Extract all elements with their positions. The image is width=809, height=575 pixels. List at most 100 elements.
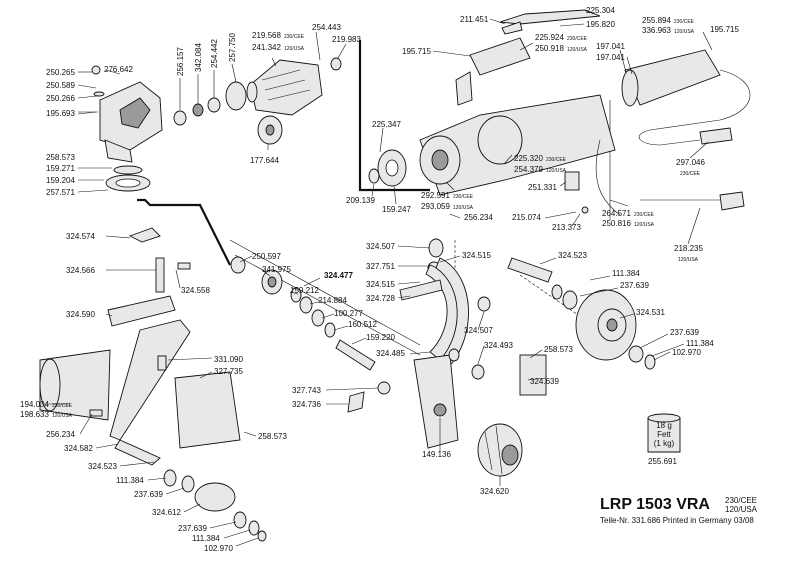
label-111-384-d: 111.384 bbox=[192, 534, 220, 543]
spindle-gasket bbox=[105, 165, 151, 192]
label-258-573-a: 258.573 bbox=[46, 153, 75, 162]
label-225-347: 225.347 bbox=[372, 120, 401, 129]
label-255-894: 255.894 bbox=[642, 16, 671, 25]
motor-housing bbox=[368, 94, 616, 196]
arm-mechanism bbox=[39, 227, 241, 466]
handle-cover bbox=[621, 49, 721, 107]
shaft-assembly bbox=[230, 256, 391, 413]
contact-wheel-arm bbox=[399, 238, 553, 449]
label-324-523-b: 324.523 bbox=[88, 462, 117, 471]
grease-name: Fett bbox=[657, 430, 672, 439]
drive-roller bbox=[477, 423, 523, 477]
label-159-204: 159.204 bbox=[46, 176, 75, 185]
model-subtitle: Teile-Nr. 331.686 Printed in Germany 03/… bbox=[600, 516, 754, 525]
label-159-212: 159.212 bbox=[290, 286, 319, 295]
variant-225-924: 230/CEE bbox=[567, 36, 588, 42]
label-327-735: 327.735 bbox=[214, 367, 243, 376]
gear-housing bbox=[78, 65, 163, 163]
label-102-970-b: 102.970 bbox=[204, 544, 233, 553]
label-198-633: 198.633 bbox=[20, 410, 49, 419]
leader-lines bbox=[44, 9, 713, 547]
label-324-639: 324.639 bbox=[530, 377, 559, 386]
title-block: LRP 1503 VRA 230/CEE 120/USA Teile-Nr. 3… bbox=[600, 494, 800, 534]
label-254-443: 254.443 bbox=[312, 23, 341, 32]
label-214-884: 214.884 bbox=[318, 296, 347, 305]
grease-unit: (1 kg) bbox=[654, 439, 675, 448]
variant-336-963: 120/USA bbox=[674, 29, 695, 35]
label-225-924: 225.924 bbox=[535, 33, 564, 42]
label-250-265: 250.265 bbox=[46, 68, 75, 77]
variant-198-633: 120/USA bbox=[52, 413, 73, 419]
lower-drive-parts bbox=[163, 469, 267, 542]
label-250-589: 250.589 bbox=[46, 81, 75, 90]
label-324-728: 324.728 bbox=[366, 294, 395, 303]
bearings-row bbox=[173, 81, 258, 126]
variant-194-034: 230/CEE bbox=[52, 403, 73, 409]
model-title: LRP 1503 VRA bbox=[600, 496, 710, 513]
label-324-477: 324.477 bbox=[324, 271, 353, 280]
model-voltage-2: 120/USA bbox=[725, 505, 758, 514]
label-324-558: 324.558 bbox=[181, 286, 210, 295]
bevel-gear bbox=[257, 115, 283, 145]
label-195-715-b: 195.715 bbox=[710, 25, 739, 34]
label-292-591: 292.591 bbox=[421, 191, 450, 200]
label-241-342: 241.342 bbox=[252, 43, 281, 52]
label-293-059: 293.059 bbox=[421, 202, 450, 211]
variant-250-816: 120/USA bbox=[634, 222, 655, 228]
label-256-157: 256.157 bbox=[176, 47, 185, 76]
label-327-751: 327.751 bbox=[366, 262, 395, 271]
label-250-816: 250.816 bbox=[602, 219, 631, 228]
model-voltage-1: 230/CEE bbox=[725, 496, 758, 505]
label-324-736: 324.736 bbox=[292, 400, 321, 409]
label-324-523-a: 324.523 bbox=[558, 251, 587, 260]
label-254-442: 254.442 bbox=[210, 39, 219, 68]
label-254-379: 254.379 bbox=[514, 165, 543, 174]
label-324-515-b: 324.515 bbox=[366, 280, 395, 289]
label-256-234-a: 256.234 bbox=[464, 213, 493, 222]
grease-number: 255.691 bbox=[648, 457, 677, 466]
brush-holder bbox=[564, 171, 589, 214]
label-324-531: 324.531 bbox=[636, 308, 665, 317]
label-258-573-b: 258.573 bbox=[544, 345, 573, 354]
label-324-515-a: 324.515 bbox=[462, 251, 491, 260]
variant-219-568: 230/CEE bbox=[284, 34, 305, 40]
label-324-620: 324.620 bbox=[480, 487, 509, 496]
label-159-220: 159.220 bbox=[366, 333, 395, 342]
label-297-046: 297.046 bbox=[676, 158, 705, 167]
label-324-590: 324.590 bbox=[66, 310, 95, 319]
label-250-918: 250.918 bbox=[535, 44, 564, 53]
label-160-512: 160.512 bbox=[348, 320, 377, 329]
label-324-485: 324.485 bbox=[376, 349, 405, 358]
variant-241-342: 120/USA bbox=[284, 46, 305, 52]
variant-297-046: 230/CEE bbox=[680, 171, 701, 177]
variant-264-571: 230/CEE bbox=[634, 212, 655, 218]
label-102-970-a: 102.970 bbox=[672, 348, 701, 357]
label-237-639-d: 237.639 bbox=[178, 524, 207, 533]
label-264-571: 264.571 bbox=[602, 209, 631, 218]
label-111-384-b: 111.384 bbox=[686, 339, 714, 348]
label-258-573-c: 258.573 bbox=[258, 432, 287, 441]
label-100-277: 100.277 bbox=[334, 309, 363, 318]
label-327-743: 327.743 bbox=[292, 386, 321, 395]
label-209-139: 209.139 bbox=[346, 196, 375, 205]
switch-parts bbox=[455, 9, 601, 106]
label-324-507-a: 324.507 bbox=[366, 242, 395, 251]
label-195-715-a: 195.715 bbox=[402, 47, 431, 56]
label-195-693: 195.693 bbox=[46, 109, 75, 118]
label-213-373: 213.373 bbox=[552, 223, 581, 232]
label-225-320: 225.320 bbox=[514, 154, 543, 163]
label-215-074: 215.074 bbox=[512, 213, 541, 222]
label-177-644: 177.644 bbox=[250, 156, 279, 165]
label-331-090: 331.090 bbox=[214, 355, 243, 364]
label-342-084: 342.084 bbox=[194, 43, 203, 72]
label-197-041-b: 197.041 bbox=[596, 53, 625, 62]
label-237-639-b: 237.639 bbox=[670, 328, 699, 337]
variant-225-320: 230/CEE bbox=[546, 157, 567, 163]
label-324-493: 324.493 bbox=[484, 341, 513, 350]
label-251-331: 251.331 bbox=[528, 183, 557, 192]
label-336-963: 336.963 bbox=[642, 26, 671, 35]
label-159-271: 159.271 bbox=[46, 164, 75, 173]
label-149-136: 149.136 bbox=[422, 450, 451, 459]
label-225-304: 225.304 bbox=[586, 6, 615, 15]
